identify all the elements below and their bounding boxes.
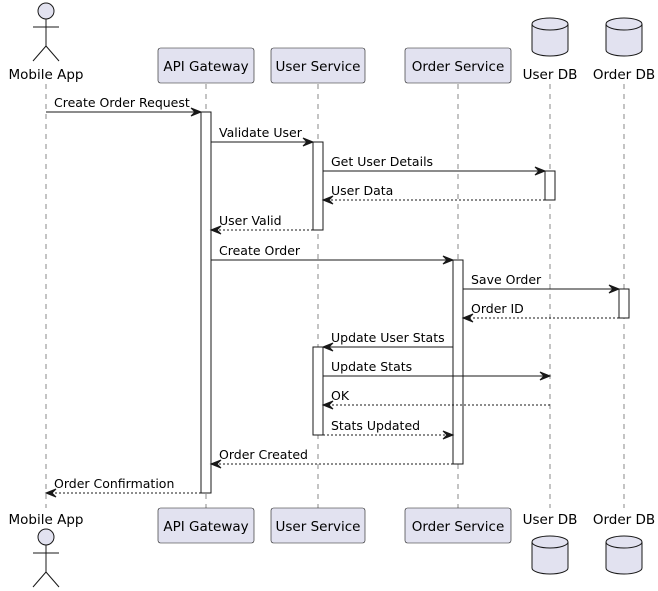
- message-label: OK: [331, 388, 350, 403]
- message-label: User Valid: [219, 213, 282, 228]
- participant-orderdb-top: Order DB: [593, 17, 655, 83]
- message-4: User Data: [321, 183, 545, 205]
- message-label: Order ID: [471, 301, 524, 316]
- arrowhead: [534, 166, 547, 176]
- message-9: Update User Stats: [321, 330, 453, 352]
- message-7: Save Order: [463, 272, 621, 294]
- message-label: User Data: [331, 183, 393, 198]
- activation-bar-user: [312, 141, 324, 231]
- arrowhead: [461, 313, 474, 323]
- arrowhead: [209, 225, 222, 235]
- message-2: Validate User: [211, 125, 315, 147]
- participants-bottom: Mobile App API Gateway User Service Order S…: [9, 507, 655, 588]
- participant-box: [404, 507, 512, 544]
- arrowhead: [608, 284, 621, 294]
- activations: [200, 111, 630, 494]
- database-cylinder: [605, 535, 643, 575]
- participant-label: API Gateway: [163, 59, 248, 75]
- actor-head: [37, 528, 55, 546]
- participant-mobile-top: Mobile App: [9, 2, 84, 83]
- participant-label: Order DB: [593, 512, 655, 528]
- participant-label: Mobile App: [9, 512, 84, 528]
- activation-bar-order: [452, 259, 464, 465]
- message-label: Get User Details: [331, 154, 433, 169]
- activation-bar-user: [312, 346, 324, 436]
- participant-label: User Service: [276, 59, 361, 75]
- participant-order-bottom: Order Service: [404, 507, 512, 544]
- message-11: OK: [321, 388, 550, 410]
- participant-box: [404, 47, 512, 84]
- arrowhead: [302, 137, 315, 147]
- activation-bar-userdb: [544, 170, 556, 201]
- participant-label: Order Service: [412, 519, 505, 535]
- participants-top: Mobile App API Gateway User Service Order S…: [9, 2, 655, 84]
- participant-label: API Gateway: [163, 519, 248, 535]
- message-3: Get User Details: [323, 154, 547, 176]
- message-6: Create Order: [211, 243, 455, 265]
- message-5: User Valid: [209, 213, 313, 235]
- message-8: Order ID: [461, 301, 619, 323]
- message-13: Order Created: [209, 447, 453, 469]
- message-label: Stats Updated: [331, 418, 420, 433]
- participant-label: User Service: [276, 519, 361, 535]
- participant-label: User DB: [523, 67, 578, 83]
- participant-mobile-bottom: Mobile App: [9, 512, 84, 588]
- participant-box: [157, 507, 255, 544]
- participant-userdb-bottom: User DB: [523, 512, 578, 575]
- message-label: Order Created: [219, 447, 308, 462]
- participant-label: Order DB: [593, 67, 655, 83]
- participant-order-top: Order Service: [404, 47, 512, 84]
- participant-box: [270, 47, 366, 84]
- message-1: Create Order Request: [46, 95, 203, 117]
- participant-label: User DB: [523, 512, 578, 528]
- message-label: Update Stats: [331, 359, 412, 374]
- arrowhead: [321, 342, 334, 352]
- participant-user-top: User Service: [270, 47, 366, 84]
- lifelines: [45, 84, 625, 508]
- message-label: Update User Stats: [331, 330, 445, 345]
- database-cylinder: [531, 17, 569, 57]
- arrowhead: [321, 400, 334, 410]
- database-cylinder: [531, 535, 569, 575]
- actor-head: [37, 2, 55, 20]
- database-cylinder: [605, 17, 643, 57]
- participant-box: [157, 47, 255, 84]
- message-label: Order Confirmation: [54, 476, 174, 491]
- arrowhead: [190, 107, 203, 117]
- arrowhead: [539, 371, 552, 381]
- participant-gateway-bottom: API Gateway: [157, 507, 255, 544]
- message-label: Create Order: [219, 243, 301, 258]
- arrowhead: [321, 195, 334, 205]
- participant-gateway-top: API Gateway: [157, 47, 255, 84]
- message-10: Update Stats: [323, 359, 552, 381]
- arrowhead: [209, 459, 222, 469]
- arrowhead: [442, 255, 455, 265]
- arrowhead: [442, 430, 455, 440]
- participant-box: [270, 507, 366, 544]
- message-label: Create Order Request: [54, 95, 190, 110]
- activation-bar-orderdb: [618, 288, 630, 319]
- arrowhead: [44, 488, 57, 498]
- participant-orderdb-bottom: Order DB: [593, 512, 655, 575]
- message-label: Save Order: [471, 272, 542, 287]
- participant-user-bottom: User Service: [270, 507, 366, 544]
- message-12: Stats Updated: [323, 418, 455, 440]
- message-14: Order Confirmation: [44, 476, 201, 498]
- participant-label: Mobile App: [9, 67, 84, 83]
- participant-label: Order Service: [412, 59, 505, 75]
- activation-bar-gateway: [200, 111, 212, 494]
- message-label: Validate User: [219, 125, 303, 140]
- participant-userdb-top: User DB: [523, 17, 578, 83]
